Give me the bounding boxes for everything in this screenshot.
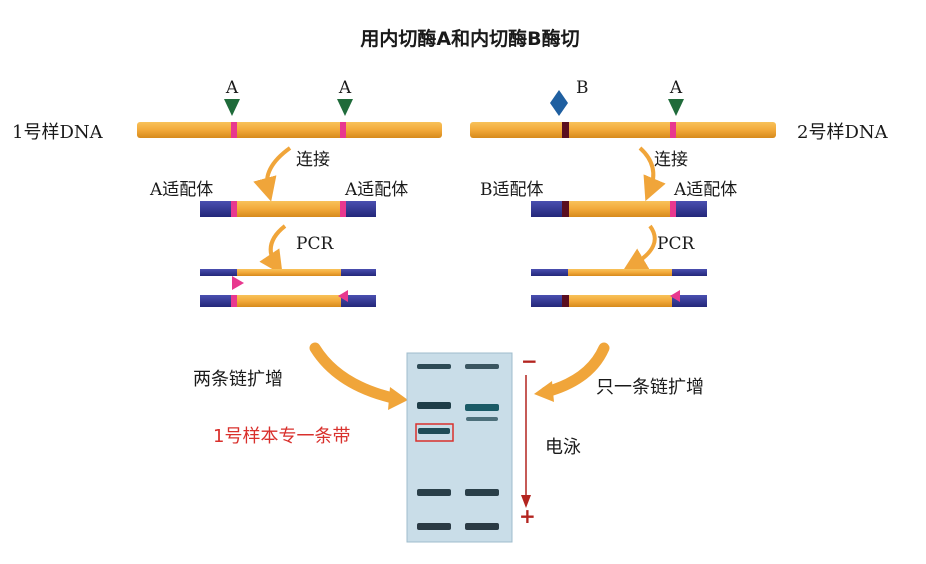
gel-background [407, 353, 512, 542]
ligated-site [231, 201, 237, 217]
result-arrow-left [309, 342, 399, 404]
pcr-primer-icon [232, 276, 244, 290]
sample-2-group: 2号样DNA B A 连接 B适配体 A适配体 PCR 只一条链扩增 [470, 78, 889, 402]
ligated-site-b [562, 201, 569, 217]
gel-band [417, 523, 451, 530]
gel-image [406, 352, 513, 543]
gel-band [465, 364, 499, 369]
gel-band [417, 364, 451, 369]
gel-band [418, 428, 450, 434]
ligated-site [340, 201, 346, 217]
specific-band-note: 1号样本专一条带 [213, 426, 350, 447]
pcr-arrow [259, 224, 287, 275]
ligation-label: 连接 [654, 150, 688, 170]
gel-band [417, 489, 451, 496]
result-arrow-right [540, 342, 610, 398]
sample-2-dna-strand [470, 122, 776, 138]
enzyme-a-icon [224, 99, 240, 116]
enzyme-label-b: B [576, 78, 589, 98]
sample-1-dna-strand [137, 122, 442, 138]
enzyme-a-icon [668, 99, 684, 116]
electrophoresis-direction: − + 电泳 [519, 349, 581, 528]
ligation-arrow [638, 146, 666, 202]
pcr-strand-top-dna [237, 269, 341, 276]
sample-1-site-left [231, 122, 237, 138]
pcr-strand-site-b [562, 295, 569, 307]
enzyme-label-a-3: A [669, 78, 683, 98]
pcr-label: PCR [657, 234, 695, 254]
specific-band-highlight [415, 423, 454, 442]
result-text-left: 两条链扩增 [193, 369, 283, 390]
adapter-left-label: A适配体 [149, 180, 213, 200]
ligation-label: 连接 [296, 150, 330, 170]
result-text-right: 只一条链扩增 [596, 377, 704, 398]
electrophoresis-label: 电泳 [545, 437, 581, 458]
direction-arrow-icon [521, 495, 531, 508]
gel-border [406, 352, 513, 543]
ligated-fragment-dna [568, 201, 672, 217]
pcr-primer-icon [338, 290, 348, 302]
sample-1-label: 1号样DNA [12, 122, 104, 143]
gel-band [466, 417, 498, 421]
sample-1-group: 1号样DNA A A 连接 A适配体 A适配体 PCR [12, 78, 442, 447]
pcr-strand-bottom-dna [568, 295, 672, 307]
result-arrow-left-head [388, 387, 408, 410]
cathode-sign: − [521, 349, 538, 373]
adapter-left-label: B适配体 [480, 180, 544, 200]
enzyme-label-a-2: A [338, 78, 352, 98]
sample-2-site-a [670, 122, 676, 138]
page-title: 用内切酶A和内切酶B酶切 [360, 27, 579, 50]
pcr-strand-bottom-dna [237, 295, 341, 307]
anode-sign: + [519, 504, 536, 528]
ligation-arrow [253, 146, 292, 202]
gel-band [417, 402, 451, 409]
result-arrow-right-head [534, 381, 554, 402]
enzyme-b-icon [550, 90, 568, 116]
gel-band [465, 523, 499, 530]
sample-2-site-b [562, 122, 569, 138]
gel-band [465, 404, 499, 411]
enzyme-label-a-1: A [225, 78, 239, 98]
adapter-right-label: A适配体 [344, 180, 408, 200]
pcr-strand-site [231, 295, 237, 307]
sample-1-site-right [340, 122, 346, 138]
pcr-primer-icon [670, 290, 680, 302]
ligated-fragment-dna [237, 201, 341, 217]
pcr-strand-top-dna [568, 269, 672, 276]
adapter-right-label: A适配体 [673, 180, 737, 200]
enzyme-a-icon [337, 99, 353, 116]
ligated-site-a [670, 201, 676, 217]
pcr-label: PCR [296, 234, 334, 254]
pcr-arrow [622, 224, 657, 272]
gel-band [465, 489, 499, 496]
sample-2-label: 2号样DNA [797, 122, 889, 143]
